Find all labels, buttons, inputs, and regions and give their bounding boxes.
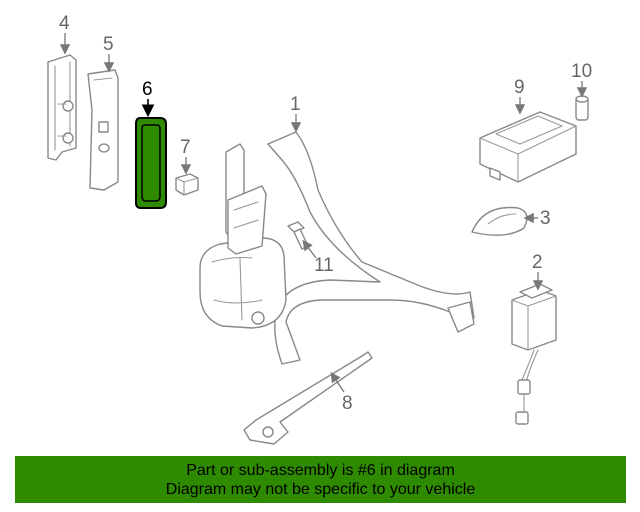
- callout-11[interactable]: 11: [314, 255, 334, 276]
- part-11-bolt[interactable]: [287, 221, 309, 250]
- banner-line-2: Diagram may not be specific to your vehi…: [165, 480, 476, 498]
- part-1-seat-belt-assembly[interactable]: [199, 131, 475, 365]
- part-5-pillar-trim[interactable]: [87, 69, 119, 191]
- part-4-bracket[interactable]: [47, 54, 77, 161]
- callout-8[interactable]: 8: [342, 393, 353, 414]
- parts-diagram: 4 5 6 7 1 11: [47, 13, 592, 445]
- callout-9[interactable]: 9: [514, 77, 525, 98]
- callout-2[interactable]: 2: [532, 252, 543, 273]
- leader-8: [330, 371, 345, 393]
- callout-7[interactable]: 7: [180, 137, 191, 158]
- banner-line-1: Part or sub-assembly is #6 in diagram: [186, 461, 455, 479]
- callout-3[interactable]: 3: [540, 208, 551, 229]
- callout-5[interactable]: 5: [103, 34, 114, 55]
- part-3-cover[interactable]: [471, 206, 528, 236]
- part-7-clip[interactable]: [175, 173, 199, 196]
- leader-11: [302, 239, 317, 259]
- info-banner: Part or sub-assembly is #6 in diagram Di…: [15, 456, 626, 503]
- part-8-rod[interactable]: [243, 351, 373, 445]
- part-10-cylinder[interactable]: [575, 95, 589, 121]
- callout-6[interactable]: 6: [142, 79, 153, 100]
- callout-1[interactable]: 1: [290, 94, 301, 115]
- part-9-control-module[interactable]: [479, 111, 577, 183]
- part-6-highlighted[interactable]: [135, 117, 167, 209]
- callout-10[interactable]: 10: [571, 61, 592, 82]
- callout-4[interactable]: 4: [59, 13, 70, 34]
- part-2-buckle[interactable]: [511, 283, 557, 425]
